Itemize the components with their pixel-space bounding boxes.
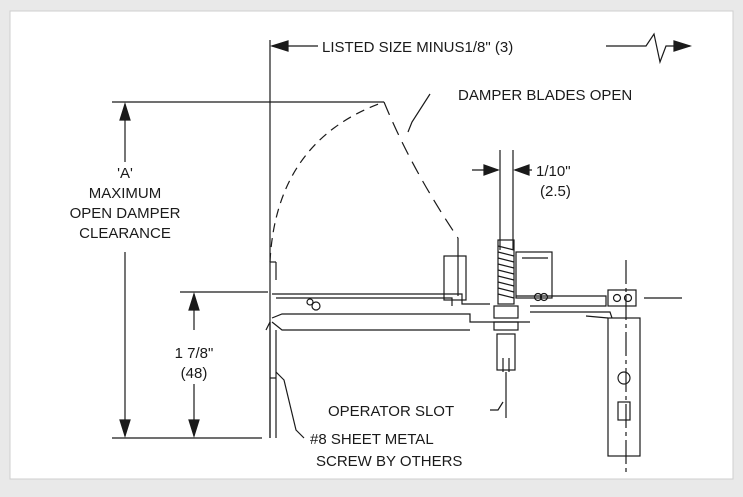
gap-dimension-label: 1/10" (536, 163, 571, 180)
pivot-pin-1 (533, 292, 543, 302)
linkage-arm (516, 295, 607, 307)
blade-pivot (306, 298, 314, 306)
screw-line2-label: SCREW BY OTHERS (316, 453, 462, 470)
pivot-pin-2 (539, 292, 549, 302)
right-leg-slot (617, 401, 631, 421)
clearance-line2-label: OPEN DAMPER (70, 205, 181, 222)
gap-arrow-left (483, 164, 500, 176)
blades-leader (407, 93, 431, 133)
right-bolt-2 (623, 293, 633, 303)
right-bolt-1 (612, 293, 622, 303)
listed-size-label: LISTED SIZE MINUS1/8" (3) (322, 39, 513, 56)
damper-blades-open-label: DAMPER BLADES OPEN (458, 87, 632, 104)
listed-size-arrow-right (673, 40, 693, 52)
right-bracket (607, 289, 637, 307)
rod-threads (497, 245, 515, 299)
frame-lower-rail-2 (271, 321, 470, 331)
drawing-border (9, 10, 734, 480)
operator-shaft (496, 333, 516, 371)
blade-open-edge (383, 101, 459, 239)
clearance-a-label: 'A' (117, 165, 133, 182)
gap-dimension-mm-label: (2.5) (540, 183, 571, 200)
blade-open-arc (269, 101, 385, 263)
blade-stop (443, 255, 467, 301)
height-mm-label: (48) (181, 365, 208, 382)
clearance-line3-label: CLEARANCE (79, 225, 171, 242)
actuator-bracket (515, 251, 553, 299)
threaded-rod (497, 239, 515, 305)
linkage-arm-2 (530, 311, 613, 319)
a-arrow-bottom (119, 419, 131, 439)
operator-slot-label: OPERATOR SLOT (328, 403, 454, 420)
listed-size-arrow-left (269, 40, 289, 52)
operator-slot-leader (490, 401, 504, 411)
frame-top-rail (272, 293, 490, 305)
break-symbol (606, 32, 690, 65)
h-arrow-bottom (188, 419, 200, 439)
clearance-line1-label: MAXIMUM (89, 185, 162, 202)
gap-arrow-right (513, 164, 530, 176)
screw-line1-label: #8 SHEET METAL (310, 431, 434, 448)
frame-lower-rail (271, 313, 530, 323)
frame-inner-rail (276, 297, 453, 306)
h-arrow-top (188, 291, 200, 311)
right-leg-hole (617, 371, 631, 385)
right-leg (607, 317, 641, 457)
operator-nut (493, 305, 519, 319)
operator-washer (493, 321, 519, 331)
a-arrow-top (119, 101, 131, 121)
right-leg-link (585, 315, 609, 319)
left-leg-outer (265, 321, 271, 438)
sheet-metal-screw (311, 301, 321, 311)
height-in-label: 1 7/8" (175, 345, 214, 362)
screw-leader (275, 371, 305, 439)
